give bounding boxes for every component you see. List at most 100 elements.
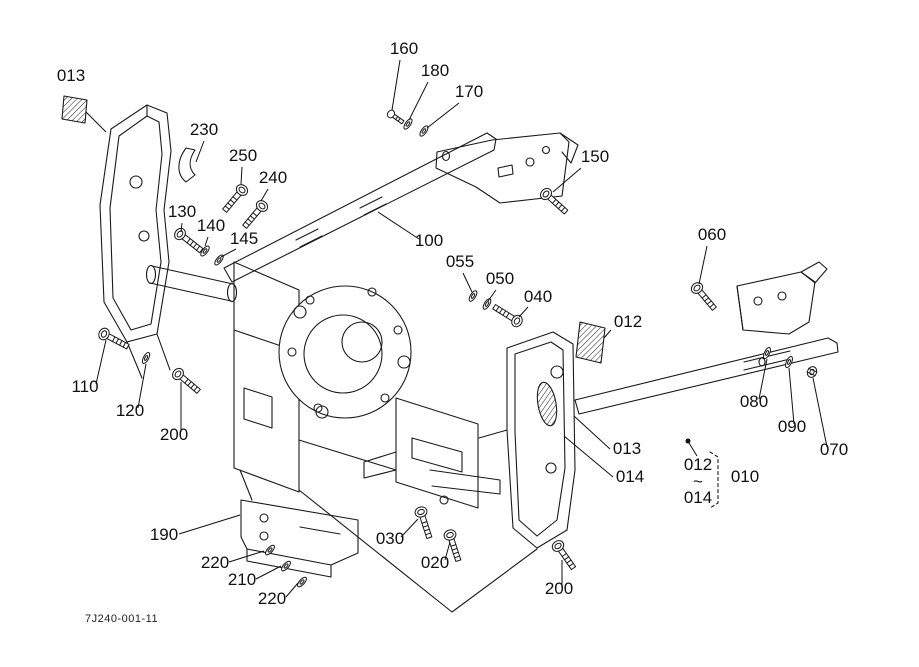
part-label-055: 055 [446,252,474,271]
leader-line-080 [758,358,768,400]
part-label-210: 210 [228,570,256,589]
part-label-220: 220 [258,589,286,608]
transmission-housing [278,285,412,419]
part-label-145: 145 [230,229,258,248]
part-label-070: 070 [820,440,848,459]
part-label-220: 220 [201,553,229,572]
part-label-012: 012 [684,455,712,474]
washer-090 [783,354,795,370]
main-frame-plate [233,261,397,501]
part-label-030: 030 [376,529,404,548]
leader-line-140 [204,236,209,247]
part-label-012: 012 [614,312,642,331]
leader-line-020 [444,541,451,561]
leader-line-170 [426,102,460,129]
part-label-040: 040 [524,287,552,306]
leader-line-230 [195,140,205,163]
hatch-tag-012 [575,321,606,364]
leader-line-110 [95,339,107,385]
leader-line-012 [603,329,612,339]
part-label-120: 120 [116,401,144,420]
part-label-170: 170 [455,82,483,101]
left-pivot-bracket [99,104,172,379]
part-labels: 0132302502401301401451601801701501000550… [57,39,848,608]
leader-line-190 [178,514,241,535]
part-label-013: 013 [57,66,85,85]
part-label-130: 130 [168,202,196,221]
part-label-~: ~ [693,472,703,491]
washer-210 [279,559,293,573]
washer-220-lower [295,575,309,589]
lower-mount-bracket [363,397,508,509]
bolt-060 [688,279,720,314]
group-leader-dot [685,438,691,444]
bolt-200-bottom [549,537,579,573]
washer-180 [401,117,415,131]
part-label-013: 013 [613,439,641,458]
drawbar-bracket [240,499,359,578]
leader-line-145 [220,248,237,258]
leader-line-050 [487,289,497,302]
leader-line-040 [518,306,529,318]
part-label-200: 200 [545,579,573,598]
leader-line-055 [462,272,473,293]
leader-line-030 [400,518,419,538]
bolt-040 [490,301,525,330]
washer-050 [481,296,493,312]
bolt-250 [219,181,251,216]
hook-230 [178,147,196,183]
washer-120 [140,350,152,366]
part-label-050: 050 [486,269,514,288]
washer-170 [417,124,431,138]
leader-line-014 [563,435,614,478]
leader-line-220 [228,550,265,563]
leader-line-120 [137,363,147,409]
pivot-shaft [145,264,238,303]
washer-055 [467,288,479,304]
part-label-090: 090 [778,417,806,436]
nut-070 [805,364,819,380]
bolt-240 [239,197,271,232]
leader-line-210 [255,565,282,580]
part-label-180: 180 [421,61,449,80]
part-label-060: 060 [698,225,726,244]
part-label-010: 010 [731,467,759,486]
bolt-200-left [169,365,204,397]
leader-lines [85,59,828,598]
upper-center-bracket [435,132,579,204]
part-label-020: 020 [421,553,449,572]
upper-right-bracket [736,261,828,335]
part-label-014: 014 [684,488,712,507]
drawing-number: 7J240-001-11 [85,613,158,625]
leader-line-090 [788,367,795,425]
top-stay-bar [223,132,497,283]
leader-line-250 [240,166,243,185]
part-label-110: 110 [71,377,98,396]
part-label-160: 160 [390,39,418,58]
leader-line-013 [573,415,611,450]
bolt-030 [413,504,436,541]
part-label-100: 100 [415,231,443,250]
part-label-190: 190 [150,525,178,544]
leader-line-012 [688,442,698,457]
hatch-tag-013 [61,95,88,124]
right-pivot-bracket [506,331,576,549]
leader-line-220 [285,582,299,598]
leader-line-180 [408,81,429,121]
leader-line-240 [260,188,269,202]
part-label-140: 140 [197,216,225,235]
part-label-250: 250 [229,146,257,165]
hardware-layer [96,108,819,589]
leader-line-060 [698,245,708,285]
part-label-200: 200 [160,425,188,444]
part-label-240: 240 [259,168,287,187]
leader-line-150 [552,167,582,193]
leader-line-013 [85,111,107,133]
bolt-160 [385,108,406,127]
leader-line-160 [391,59,401,111]
washer-080 [761,345,773,361]
frame-edge-lines [298,489,538,613]
leader-line-100 [377,211,420,240]
right-stay-bar [574,337,839,415]
